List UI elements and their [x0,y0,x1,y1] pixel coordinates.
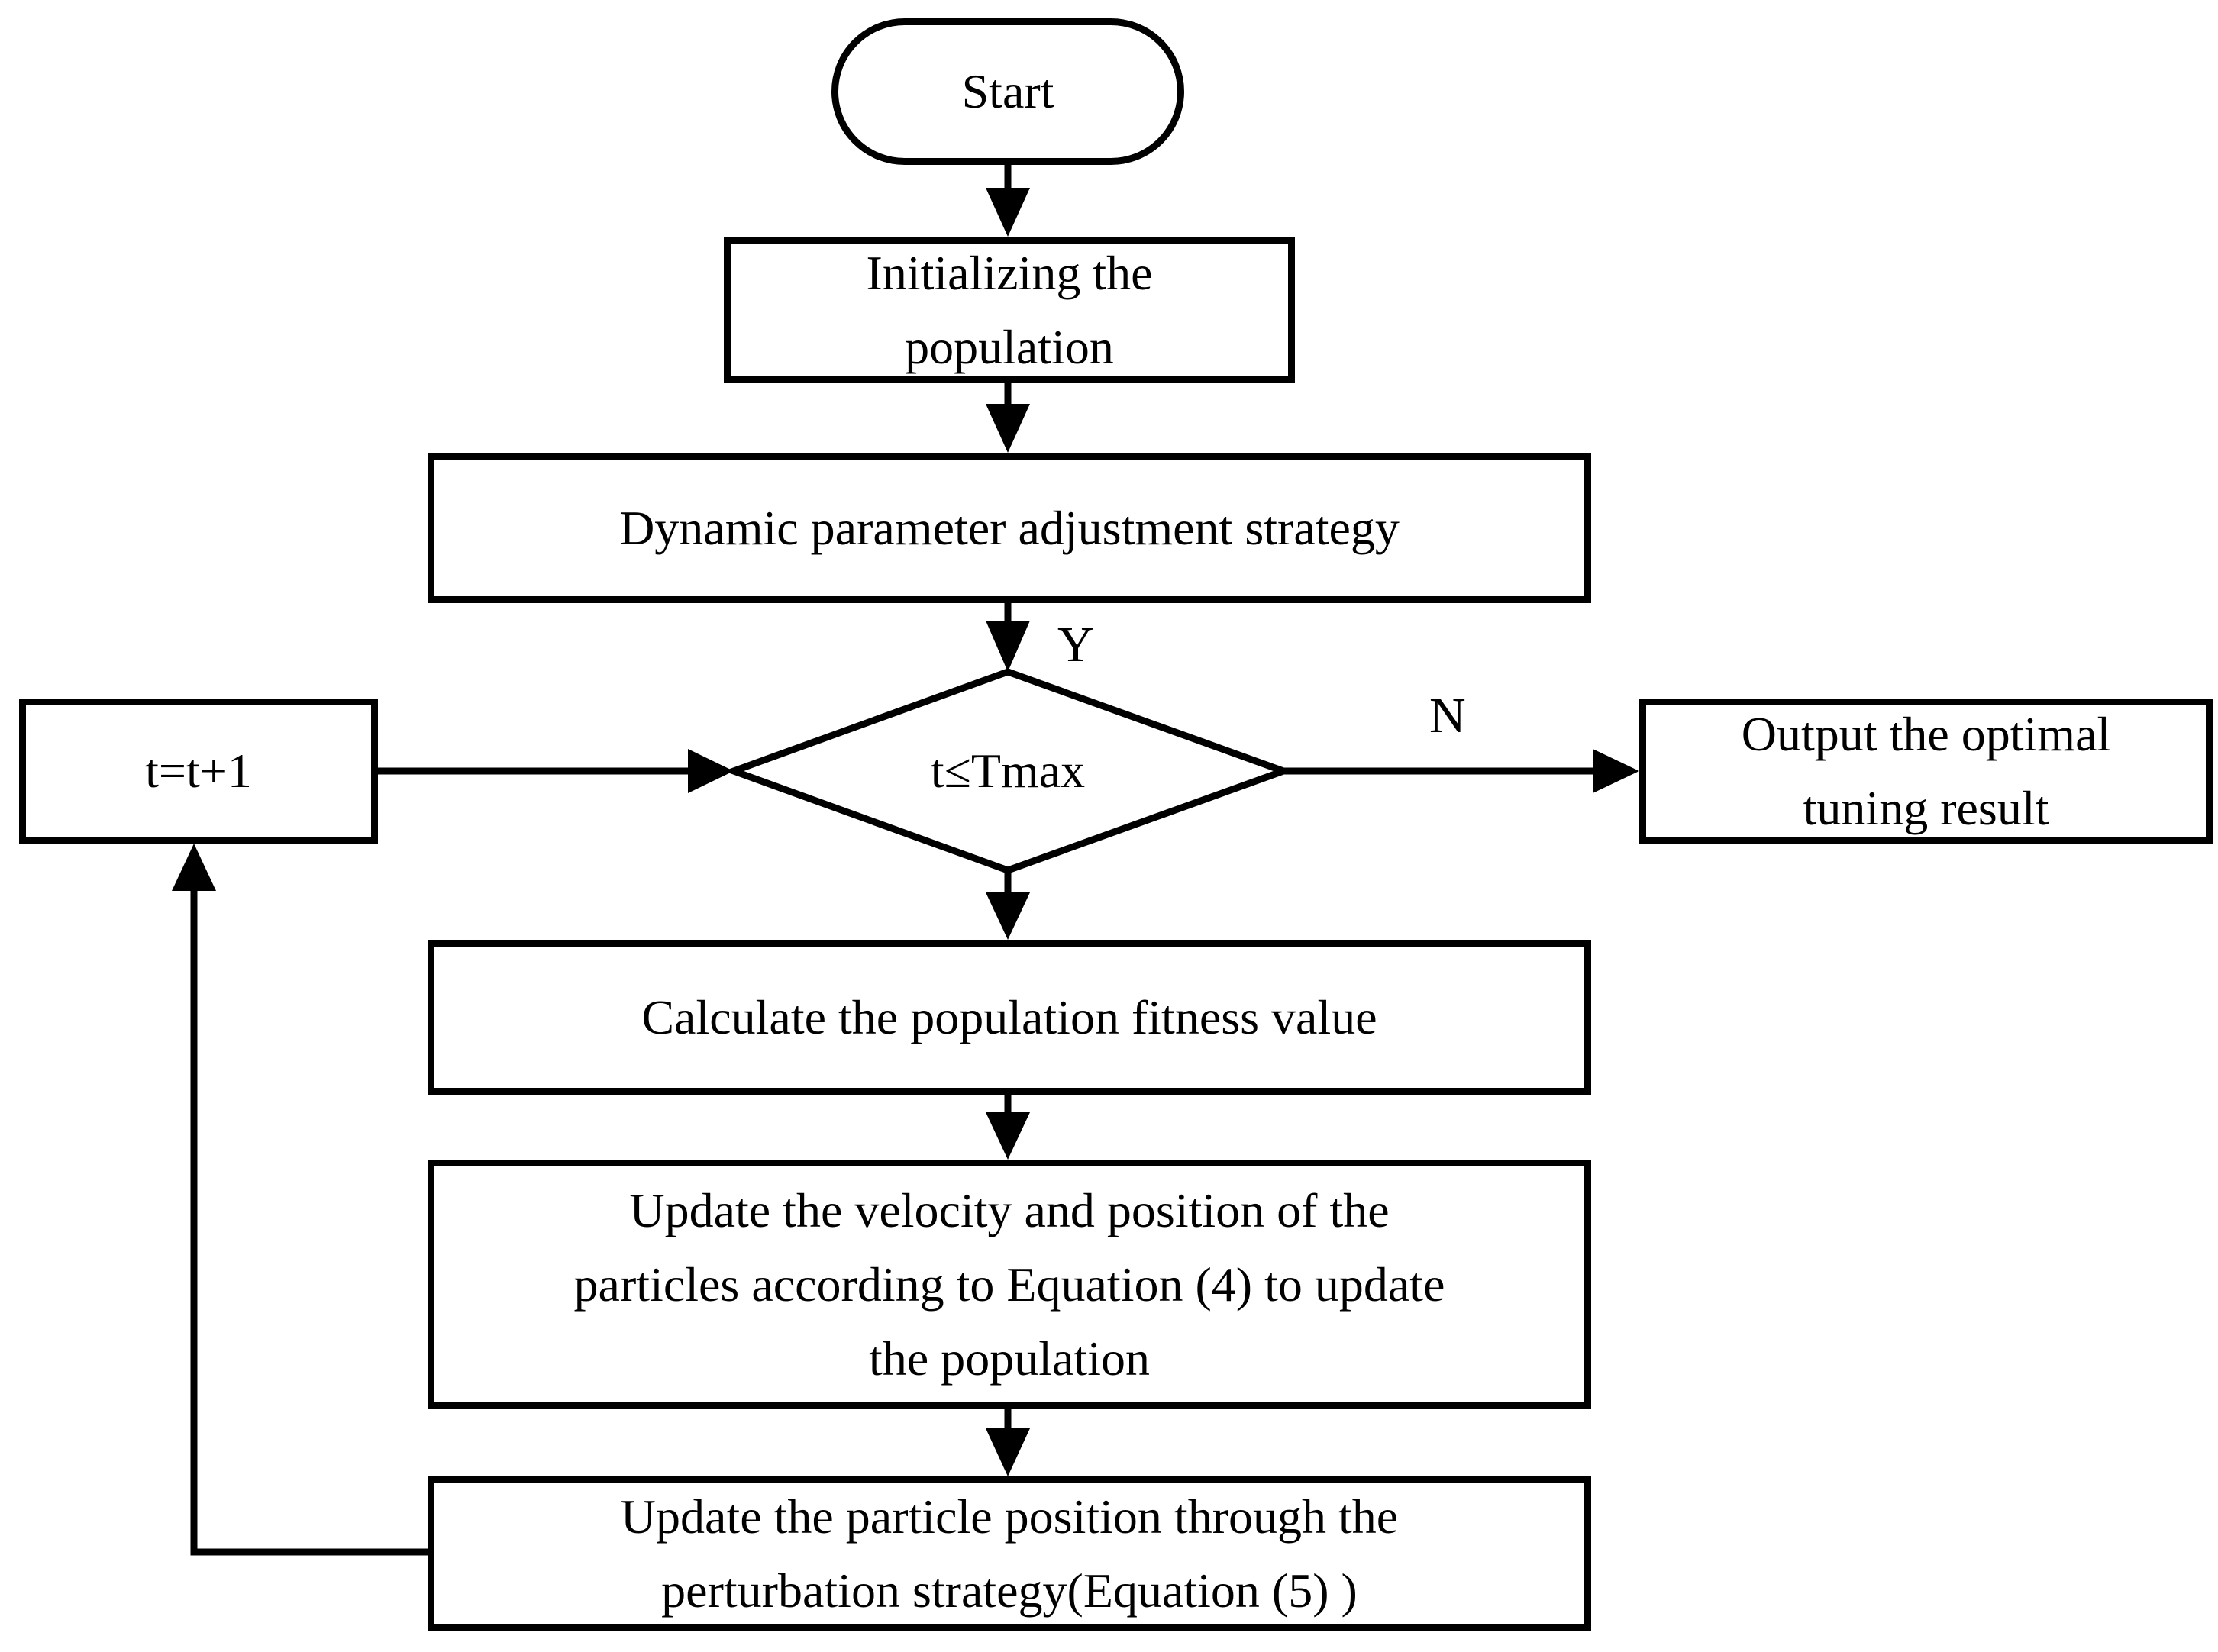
calculate-fitness-node: Calculate the population fitness value [428,940,1591,1095]
increment-t-node: t=t+1 [19,699,378,844]
output-result-line2: tuning result [1803,781,2049,835]
decision-condition-label: t≤Tmax [930,744,1086,799]
calculate-fitness-label: Calculate the population fitness value [641,989,1377,1044]
edge-label-yes: Y [1057,617,1094,673]
arrowhead-calculate-update [986,1112,1030,1160]
increment-t-label: t=t+1 [145,744,252,799]
arrowhead-perturbation-increment [172,844,216,891]
arrowhead-decision-output [1593,749,1639,793]
update-velocity-line3: the population [869,1331,1150,1386]
dynamic-parameter-node: Dynamic parameter adjustment strategy [428,453,1591,603]
initialize-population-node: Initializing the population [724,237,1295,383]
perturbation-strategy-line2: perturbation strategy(Equation (5) ) [661,1563,1358,1618]
output-result-line1: Output the optimal [1741,706,2111,761]
update-velocity-line2: particles according to Equation (4) to u… [573,1257,1445,1312]
initialize-population-line2: population [905,320,1114,374]
update-velocity-line1: Update the velocity and position of the [629,1183,1390,1237]
start-node-label: Start [961,64,1054,119]
start-node: Start [831,18,1184,165]
dynamic-parameter-label: Dynamic parameter adjustment strategy [619,500,1400,555]
perturbation-strategy-line1: Update the particle position through the [620,1489,1399,1544]
update-velocity-node: Update the velocity and position of the … [428,1160,1591,1409]
edge-perturbation-increment [190,886,431,1556]
arrowhead-start-init [986,188,1030,237]
arrowhead-decision-calculate [986,892,1030,940]
perturbation-strategy-node: Update the particle position through the… [428,1476,1591,1631]
decision-node: t≤Tmax [870,721,1145,821]
edge-label-no: N [1429,688,1466,744]
arrowhead-init-dynamic [986,404,1030,453]
arrowhead-dynamic-decision [986,621,1030,672]
initialize-population-line1: Initializing the [866,245,1153,300]
output-result-node: Output the optimal tuning result [1639,699,2213,844]
arrowhead-increment-decision [688,749,734,793]
arrowhead-update-perturbation [986,1428,1030,1476]
